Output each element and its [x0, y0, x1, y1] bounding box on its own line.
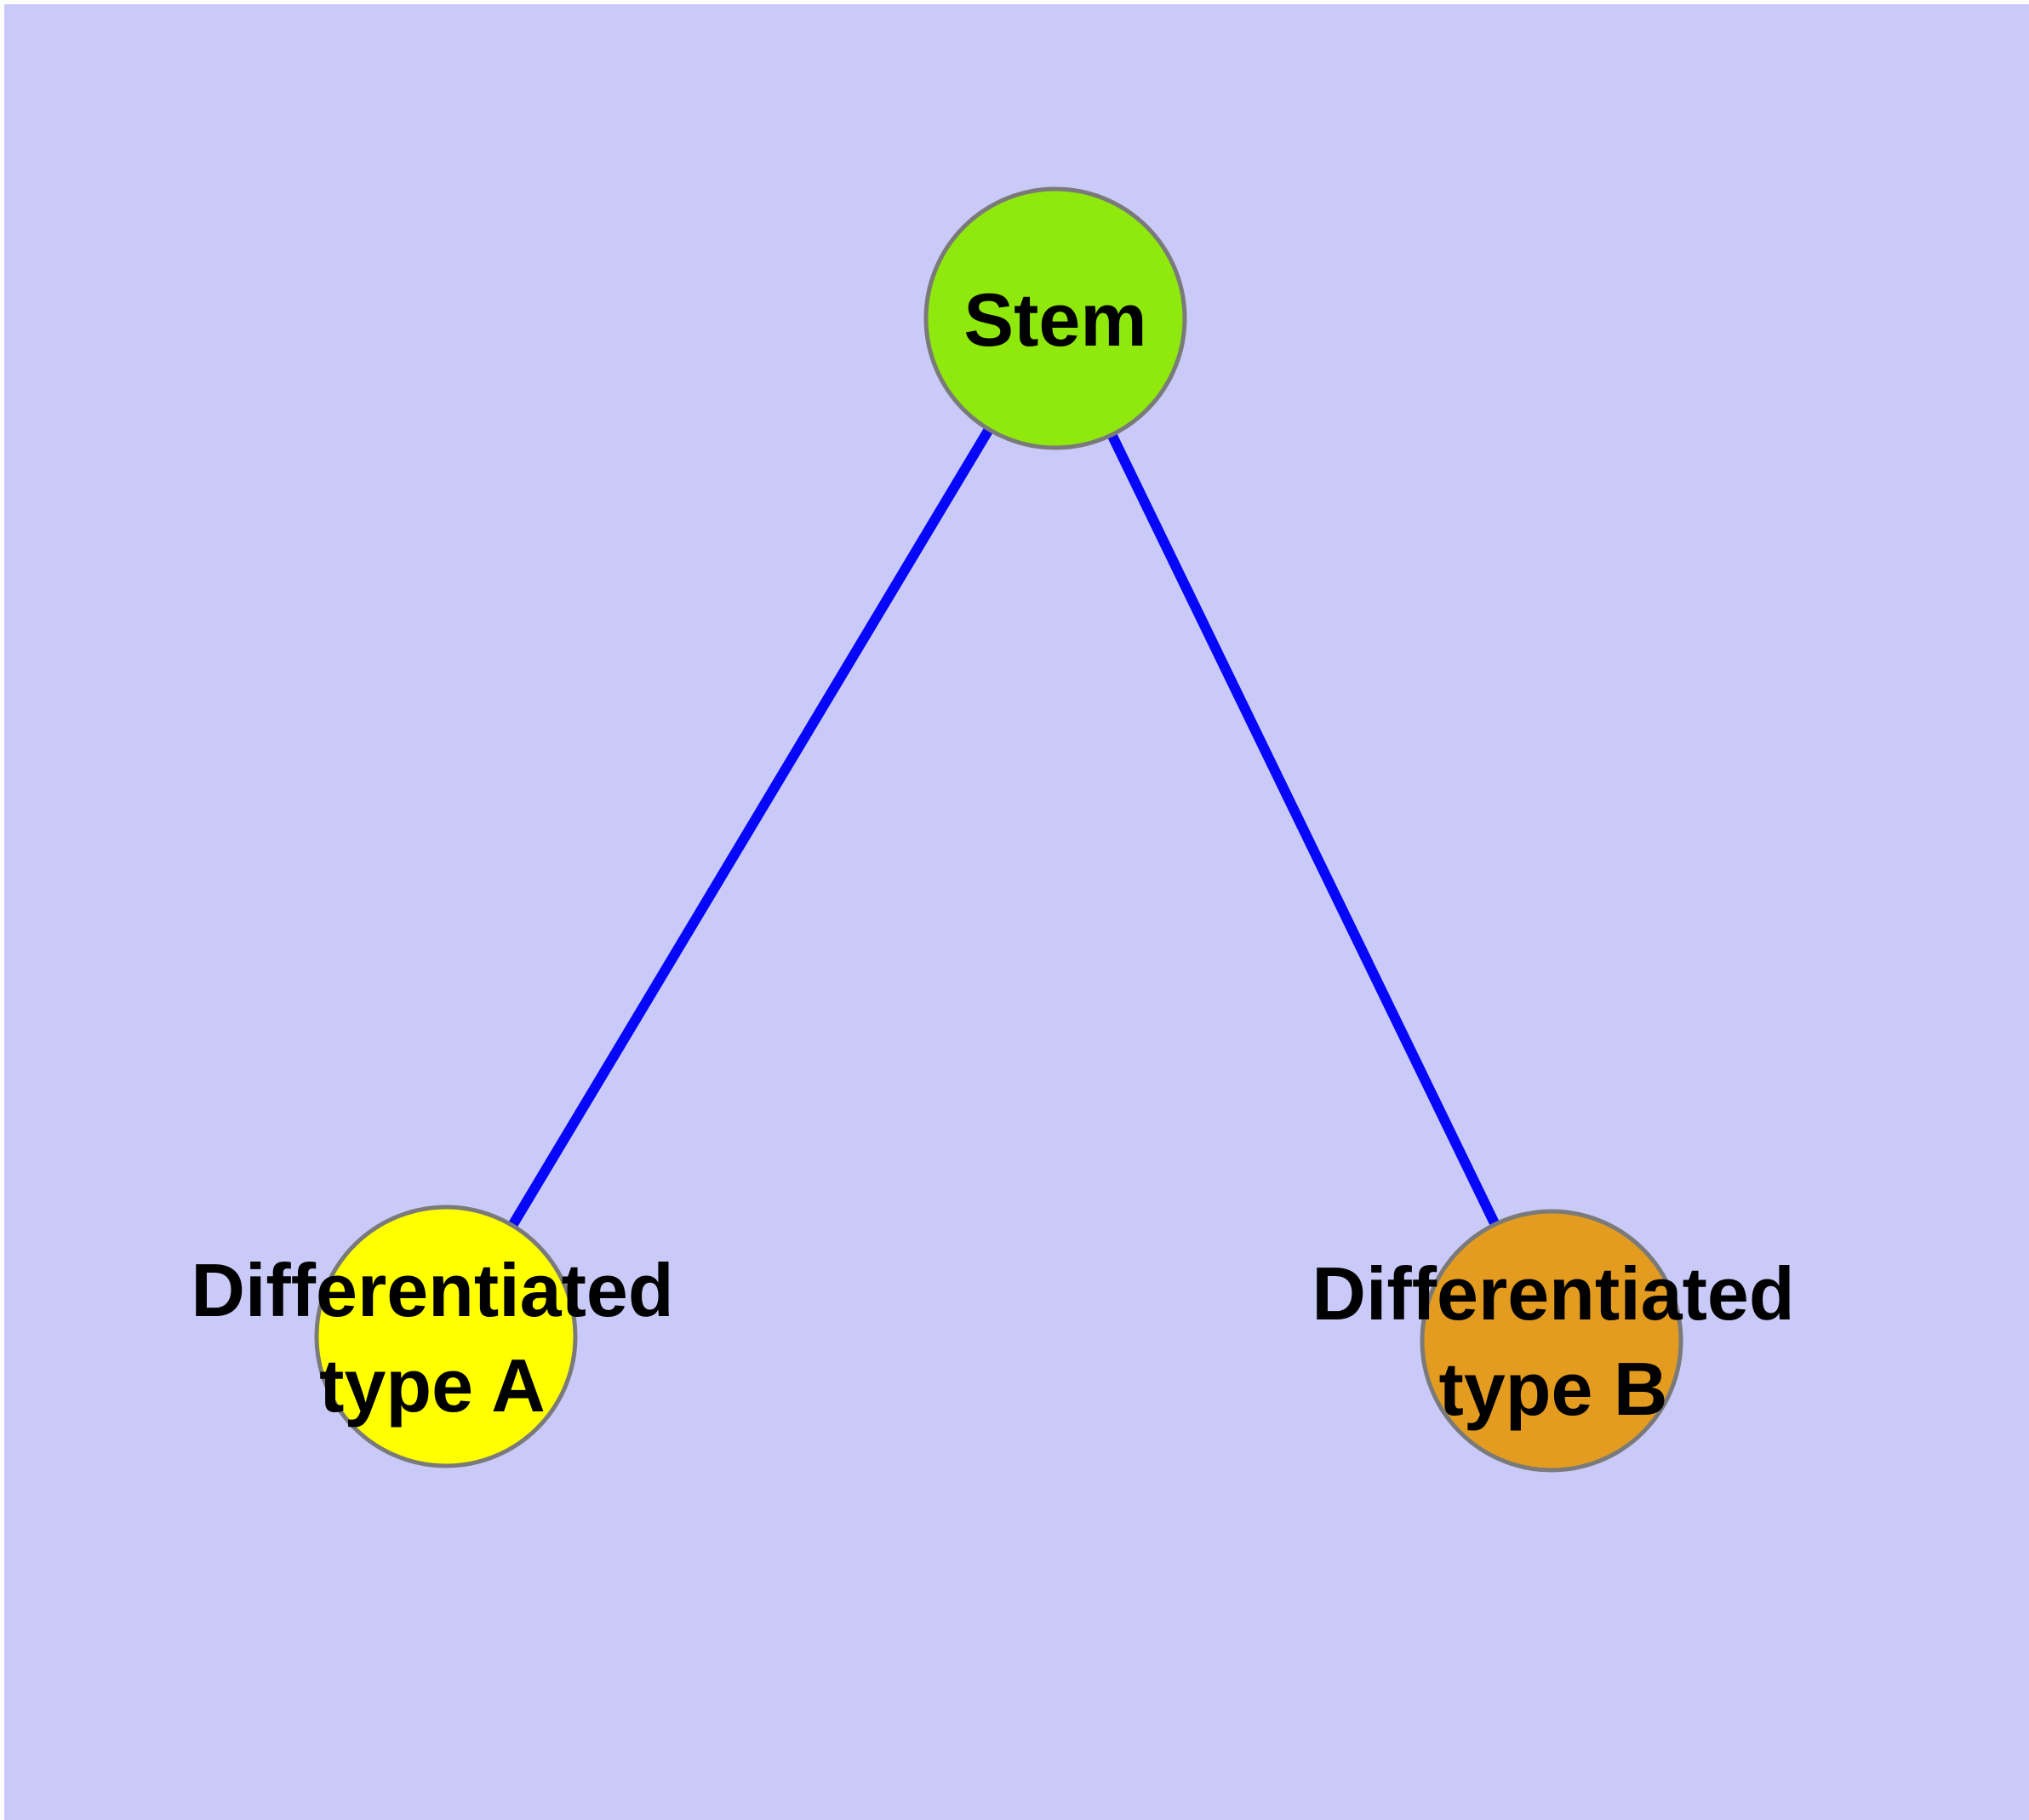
- node-label-stem: Stem: [963, 278, 1147, 362]
- node-label-differentiated-type-b: Differentiated type B: [1312, 1251, 1795, 1431]
- node-label-differentiated-type-a: Differentiated type A: [191, 1248, 674, 1428]
- node-differentiated-type-a: [314, 1205, 578, 1468]
- edge-stem-to-type-b: [1050, 316, 1557, 1343]
- node-differentiated-type-b: [1420, 1209, 1683, 1473]
- edge-stem-to-type-a: [441, 315, 1060, 1340]
- node-stem: [923, 186, 1187, 450]
